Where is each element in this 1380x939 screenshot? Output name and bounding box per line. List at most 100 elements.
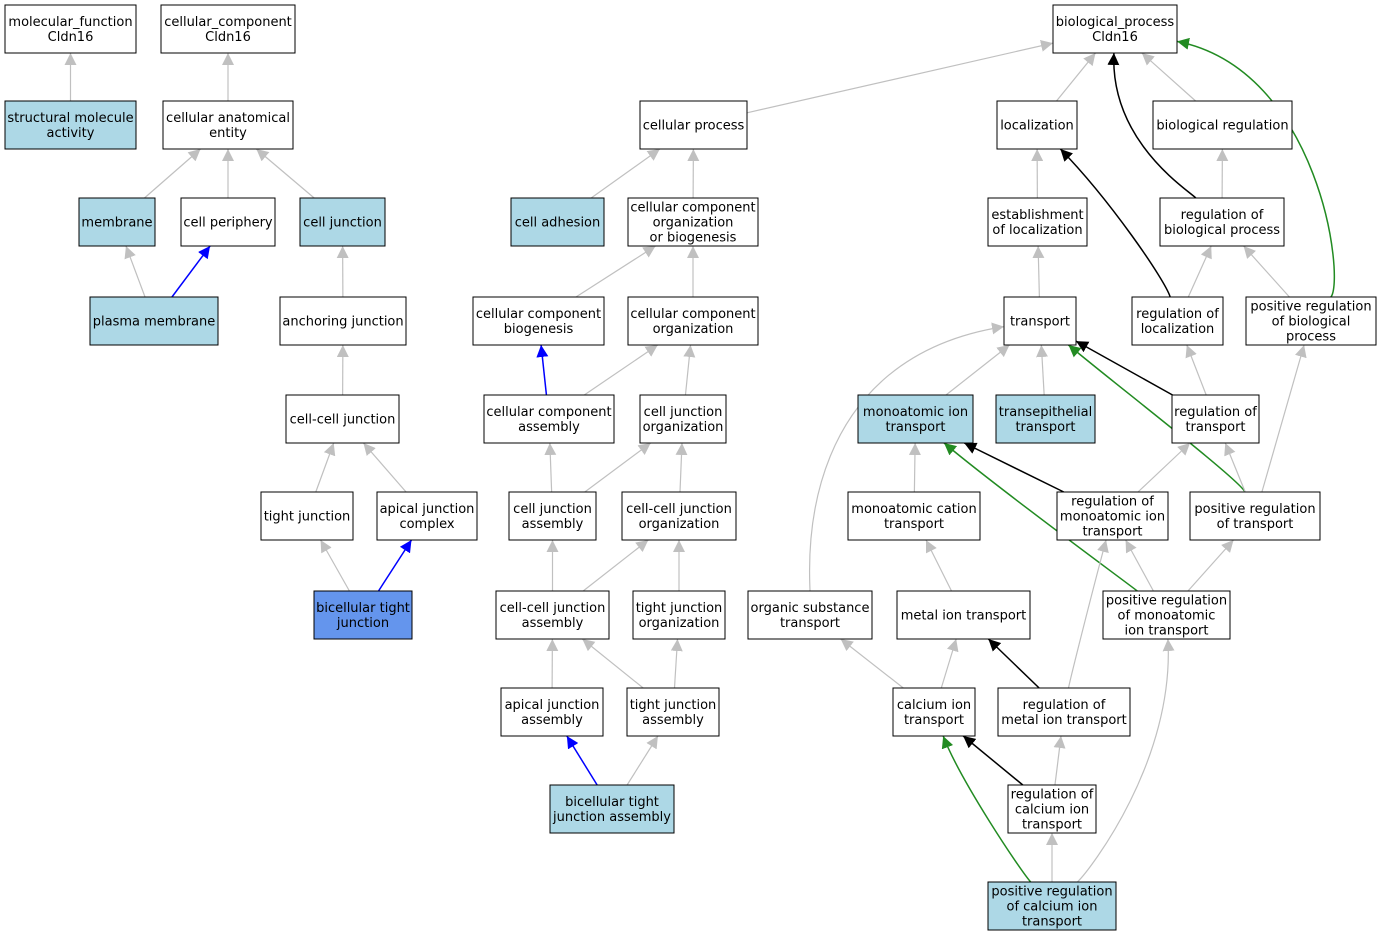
go-term-label: regulation of xyxy=(1071,495,1154,510)
go-term-box xyxy=(4,100,137,150)
go-term-label: assembly xyxy=(522,517,584,532)
go-term-box xyxy=(472,296,605,346)
go-term-node-mtit: metal ion transport xyxy=(896,590,1031,640)
edge-is-a-cja-to-cca xyxy=(544,442,557,493)
go-term-label: bicellular tight xyxy=(565,795,659,810)
go-term-node-cp: cellular process xyxy=(639,100,748,150)
edge-regulates-rtr-to-tr xyxy=(1075,340,1173,396)
edge-is-a-rloc-to-rbp xyxy=(1187,245,1212,298)
go-term-box xyxy=(747,590,873,640)
go-term-box xyxy=(1052,4,1178,54)
go-term-box xyxy=(285,394,400,444)
go-term-label: molecular_function xyxy=(8,15,132,30)
edge-is-a-mct-to-mit xyxy=(908,442,921,493)
go-term-label: transport xyxy=(1185,420,1245,435)
go-term-label: monoatomic cation xyxy=(851,502,976,517)
go-term-label: monoatomic ion xyxy=(1060,510,1165,525)
go-term-label: positive regulation xyxy=(1106,594,1227,609)
edge-is-a-prtr-to-rtr xyxy=(1224,442,1246,493)
go-term-label: cellular component xyxy=(630,201,755,216)
go-term-box xyxy=(89,296,219,346)
go-term-label: cell junction xyxy=(644,405,723,420)
go-term-label: cell-cell junction xyxy=(500,601,606,616)
edge-is-a-ccja-to-ccjo xyxy=(582,539,649,592)
go-term-label: of localization xyxy=(992,223,1082,238)
go-term-label: monoatomic ion xyxy=(863,405,968,420)
go-term-label: junction assembly xyxy=(552,810,671,825)
go-term-label: regulation of xyxy=(1011,788,1094,803)
go-term-label: transport xyxy=(1082,525,1142,540)
edge-is-a-cjo-to-cco xyxy=(683,344,696,396)
edge-is-a-tet-to-tr xyxy=(1036,344,1049,396)
go-term-label: cell adhesion xyxy=(515,216,601,231)
go-term-label: positive regulation xyxy=(991,885,1112,900)
edge-is-a-cait-to-ost xyxy=(840,638,904,689)
go-term-box xyxy=(1171,394,1260,444)
go-term-label: biological process xyxy=(1164,223,1280,238)
go-term-label: cellular process xyxy=(643,119,745,134)
go-term-box xyxy=(857,394,974,444)
go-term-label: transport xyxy=(1015,420,1075,435)
go-term-box xyxy=(621,491,737,541)
go-term-box xyxy=(1056,491,1169,541)
go-term-label: transport xyxy=(884,517,944,532)
go-term-label: cellular anatomical xyxy=(166,111,290,126)
go-term-box xyxy=(987,881,1117,931)
go-term-label: plasma membrane xyxy=(93,315,216,330)
go-term-label: cell-cell junction xyxy=(290,413,396,428)
go-term-label: Cldn16 xyxy=(48,30,94,45)
go-term-node-pm: plasma membrane xyxy=(89,296,219,346)
go-term-label: entity xyxy=(209,126,247,141)
edge-is-a-btj-to-tj xyxy=(320,539,350,592)
go-term-label: of transport xyxy=(1217,517,1294,532)
go-term-label: biological regulation xyxy=(1156,119,1288,134)
edge-is-a-prbp-to-rbp xyxy=(1243,245,1290,298)
go-term-label: process xyxy=(1286,330,1336,345)
go-term-box xyxy=(1102,590,1231,640)
edge-is-a-rmit-to-rtr xyxy=(1137,442,1191,493)
go-term-label: positive regulation xyxy=(1250,300,1371,315)
go-term-label: junction xyxy=(336,616,389,631)
go-term-label: transport xyxy=(1022,915,1082,930)
go-term-label: regulation of xyxy=(1181,208,1264,223)
edge-is-a-loc-to-bp xyxy=(1056,52,1096,102)
go-term-box xyxy=(997,687,1131,737)
go-term-node-cj: cell junction xyxy=(299,197,386,247)
nodes-layer: molecular_functionCldn16cellular_compone… xyxy=(4,4,1377,931)
go-term-label: Cldn16 xyxy=(1092,30,1138,45)
go-term-box xyxy=(260,491,354,541)
go-term-label: organization xyxy=(653,322,734,337)
go-term-label: cellular_component xyxy=(164,15,292,30)
edge-regulates-rmit-to-mit xyxy=(963,442,1065,493)
edge-is-a-prtr-to-prbp xyxy=(1261,344,1307,493)
go-term-label: biological_process xyxy=(1056,15,1175,30)
edge-is-a-tr-to-eloc xyxy=(1032,245,1045,298)
edge-is-a-breg-to-bp xyxy=(1141,52,1197,102)
go-term-label: regulation of xyxy=(1136,307,1219,322)
go-term-box xyxy=(4,4,137,54)
go-term-node-breg: biological regulation xyxy=(1152,100,1293,150)
edge-positively-regulates-prtr-to-tr xyxy=(1067,344,1246,493)
go-term-label: tight junction xyxy=(630,698,717,713)
go-term-box xyxy=(626,687,720,737)
go-term-label: biogenesis xyxy=(504,322,574,337)
go-term-label: tight junction xyxy=(636,601,723,616)
edge-is-a-tja-to-ccja xyxy=(581,638,644,689)
